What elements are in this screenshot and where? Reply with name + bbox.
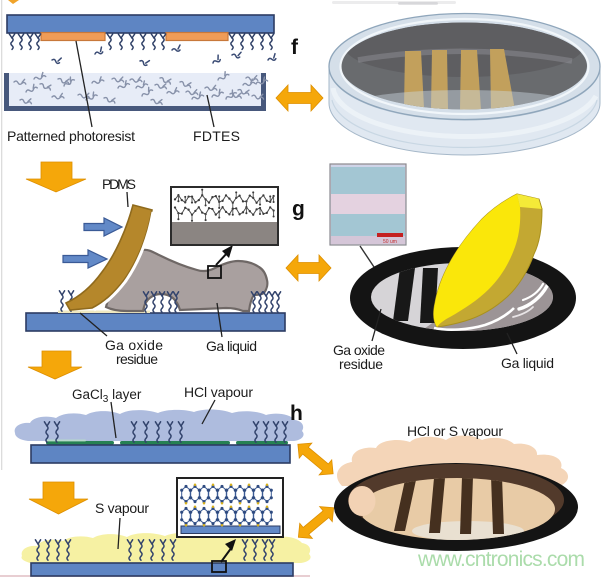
svg-text:g: g: [292, 198, 305, 221]
svg-text:Ga liquid: Ga liquid: [206, 338, 257, 354]
svg-text:h: h: [290, 402, 303, 425]
svg-text:Ga oxide: Ga oxide: [105, 337, 163, 353]
svg-text:FDTES: FDTES: [193, 128, 240, 144]
svg-text:residue: residue: [339, 356, 383, 372]
svg-text:50 um: 50 um: [383, 239, 397, 245]
svg-text:Patterned photoresist: Patterned photoresist: [7, 128, 135, 144]
svg-text:residue: residue: [116, 351, 158, 367]
svg-text:Ga oxide: Ga oxide: [333, 342, 385, 358]
svg-text:HCl vapour: HCl vapour: [184, 384, 253, 400]
svg-text:www.cntronics.com: www.cntronics.com: [417, 548, 585, 571]
svg-text:Ga liquid: Ga liquid: [501, 355, 554, 371]
svg-text:HCl or S vapour: HCl or S vapour: [407, 423, 503, 439]
svg-text:S vapour: S vapour: [95, 500, 149, 516]
svg-text:f: f: [291, 36, 299, 59]
svg-text:PDMS: PDMS: [102, 176, 136, 192]
svg-text:GaCl3 layer: GaCl3 layer: [72, 387, 142, 405]
